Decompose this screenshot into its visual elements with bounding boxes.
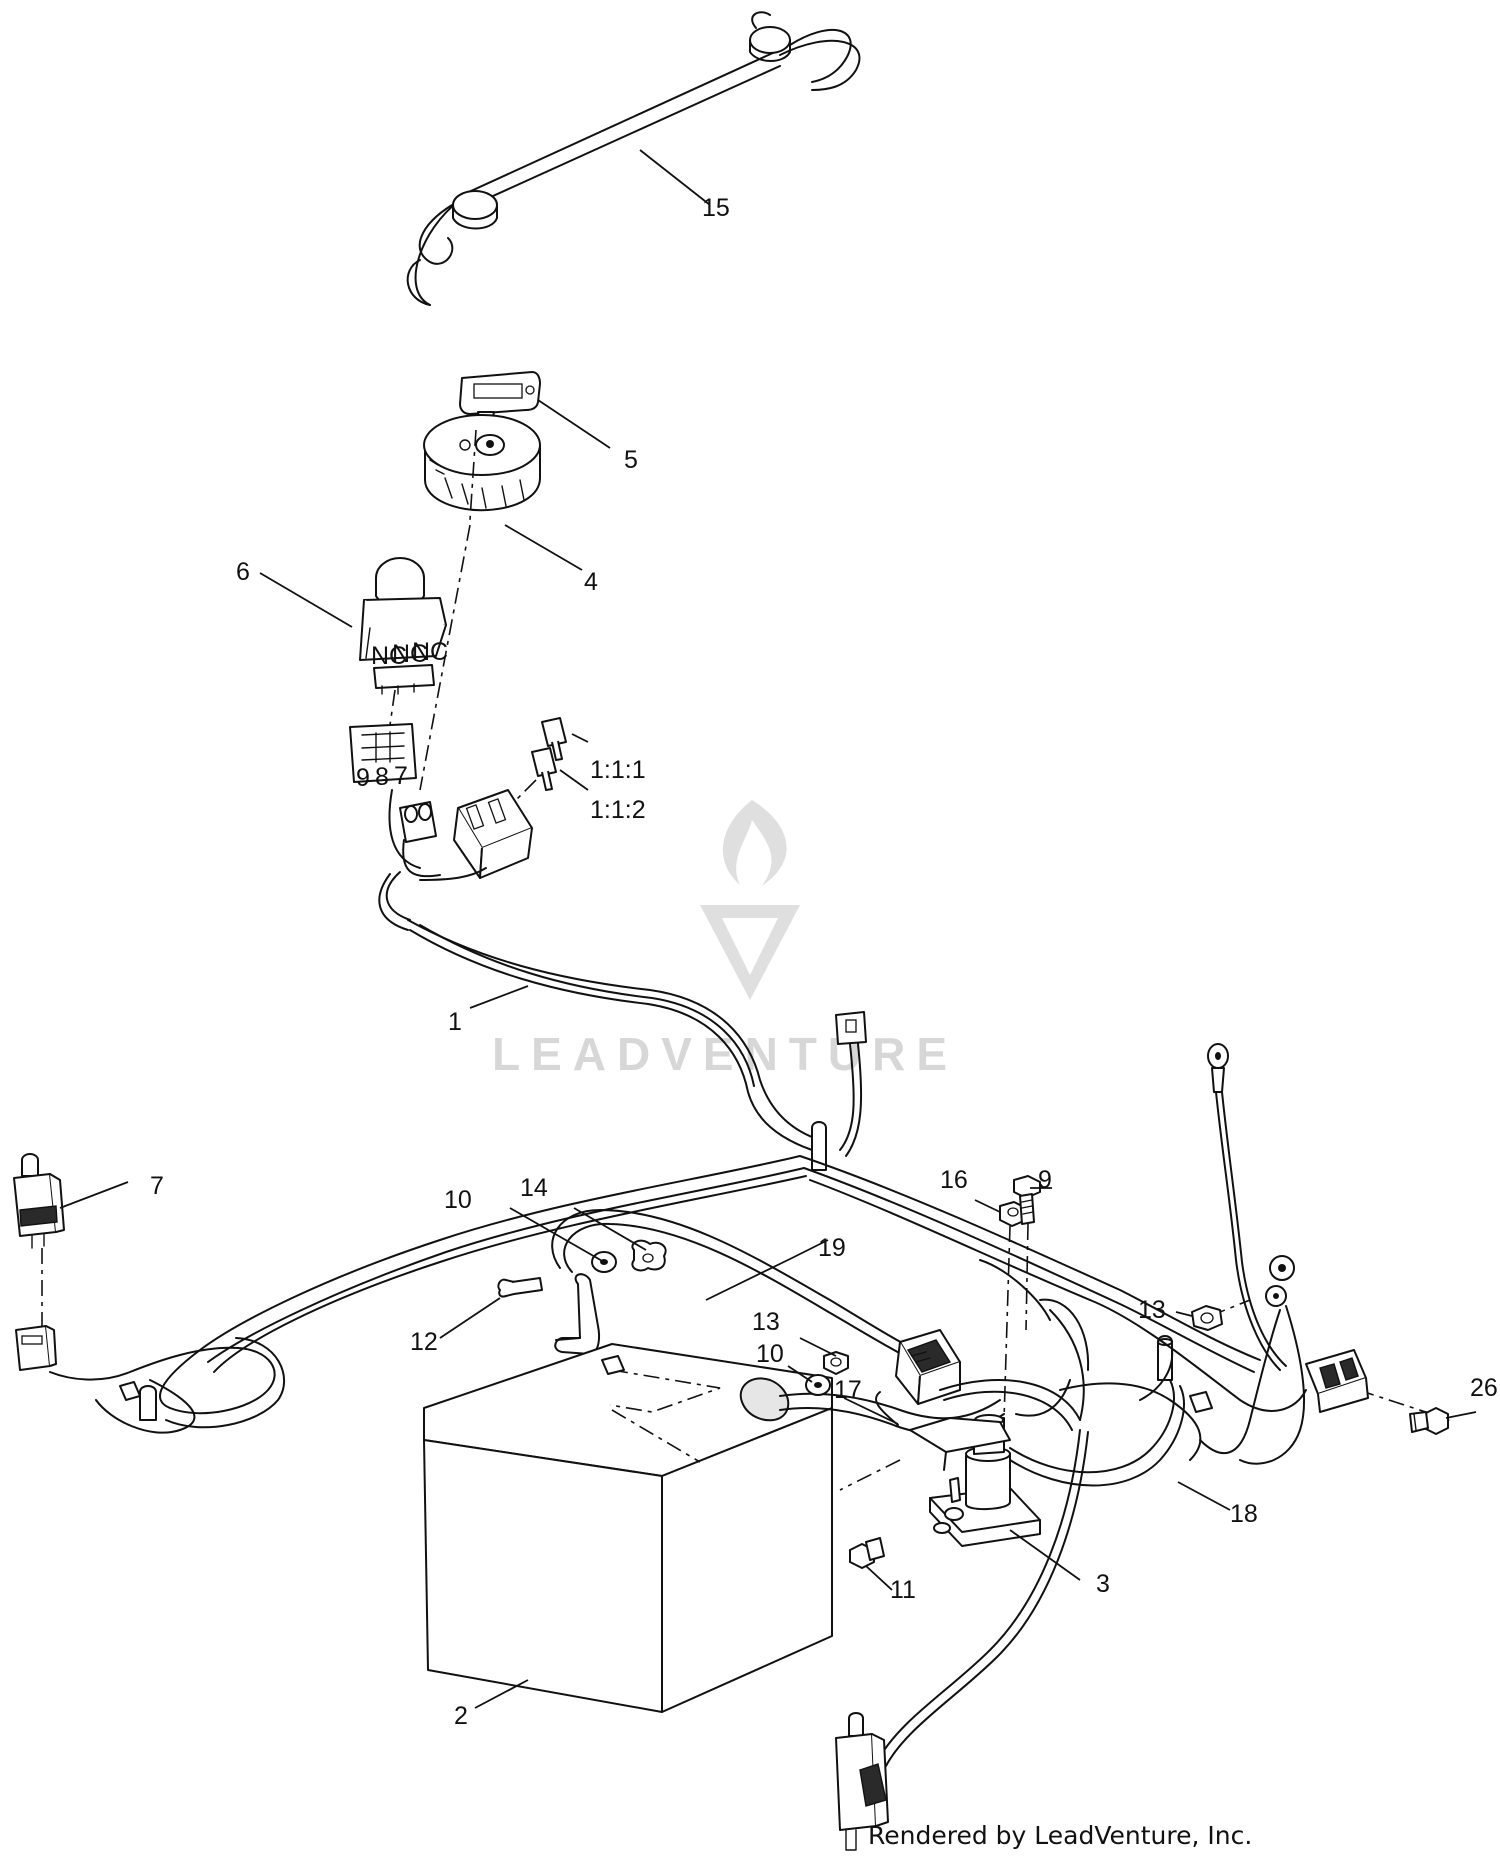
washer-part-10-lower <box>805 1374 831 1396</box>
callout-13-center: 13 <box>752 1308 780 1336</box>
nut-part-13-right <box>1191 1305 1223 1331</box>
battery-cable-part-19 <box>551 1209 941 1373</box>
callout-1-1-2: 1:1:2 <box>590 796 646 824</box>
relay-socket <box>15 1325 57 1371</box>
callout-17: 17 <box>834 1376 862 1404</box>
callout-26: 26 <box>1470 1374 1498 1402</box>
right-side-wiring <box>877 1043 1369 1767</box>
terminal-nc-2-label: NC <box>392 640 428 668</box>
callout-10-lower: 10 <box>756 1340 784 1368</box>
harness-small-connector <box>399 801 437 843</box>
callout-4: 4 <box>584 568 598 596</box>
terminal-7-label: 7 <box>394 762 408 790</box>
callout-1-1-1: 1:1:1 <box>590 756 646 784</box>
callout-1: 1 <box>448 1008 462 1036</box>
callout-2: 2 <box>454 1702 468 1730</box>
watermark-text: LEADVENTURE <box>492 1028 958 1080</box>
watermark-logo <box>700 800 800 1000</box>
bolt-part-11 <box>849 1537 885 1569</box>
starter-solenoid-part-3 <box>909 1414 1041 1547</box>
terminal-8-label: 8 <box>375 763 389 791</box>
bolt-part-26 <box>1409 1407 1449 1435</box>
terminal-9-label: 9 <box>356 764 370 792</box>
battery-part-2 <box>423 1343 1005 1713</box>
battery-hold-down-clamp <box>554 1273 600 1355</box>
fuse-part-1-1-2 <box>531 747 557 791</box>
callout-13-right: 13 <box>1138 1296 1166 1324</box>
callout-11: 11 <box>890 1576 916 1604</box>
hook-rod-part-15 <box>406 11 861 306</box>
render-credit: Rendered by LeadVenture, Inc. <box>868 1821 1253 1850</box>
pto-switch-part-6: NC NC NC <box>359 557 448 695</box>
callout-3: 3 <box>1096 1570 1110 1598</box>
callout-12: 12 <box>410 1328 438 1356</box>
fuse-part-1-1-1 <box>541 717 567 761</box>
assembly-lines-upper <box>41 429 537 1330</box>
nut-part-13-center <box>823 1351 849 1375</box>
callout-5: 5 <box>624 446 638 474</box>
seat-safety-switch <box>835 1712 889 1851</box>
fuse-holder <box>453 789 533 879</box>
relay-part-7 <box>13 1153 65 1249</box>
callout-18: 18 <box>1230 1500 1258 1528</box>
bolt-part-12 <box>497 1277 543 1298</box>
wing-nut-part-14 <box>631 1239 667 1272</box>
nut-part-16 <box>999 1201 1027 1227</box>
callout-7: 7 <box>150 1172 164 1200</box>
bolt-part-9 <box>1013 1175 1041 1225</box>
callout-15: 15 <box>702 194 730 222</box>
callout-14: 14 <box>520 1174 548 1202</box>
ignition-switch-part-4 <box>423 414 541 512</box>
terminal-nc-3-label: NC <box>412 638 448 666</box>
main-harness-connector <box>895 1329 961 1405</box>
wire-harness-part-1 <box>49 789 1261 1434</box>
callout-19: 19 <box>818 1234 846 1262</box>
terminal-nc-1-label: NC <box>371 642 407 670</box>
callout-16: 16 <box>940 1166 968 1194</box>
harness-switch-connector: 9 8 7 <box>349 723 417 792</box>
callout-10-upper: 10 <box>444 1186 472 1214</box>
callout-9: 9 <box>1038 1166 1052 1194</box>
callout-6: 6 <box>236 558 250 586</box>
leader-lines <box>59 149 1477 1709</box>
